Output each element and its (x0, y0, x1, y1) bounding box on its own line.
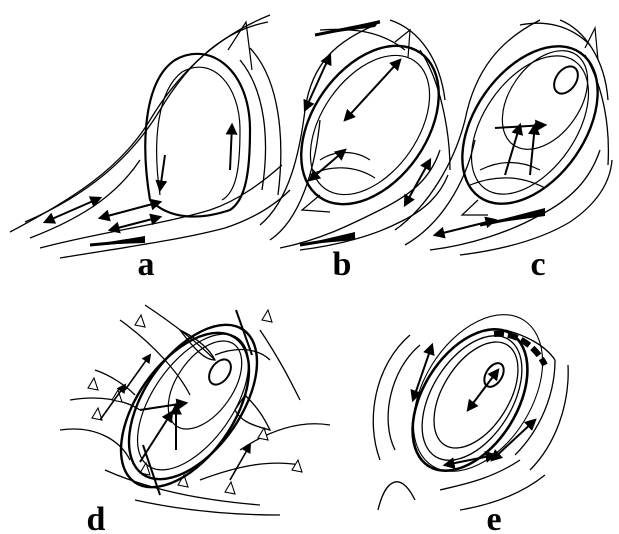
drop-body-outer (145, 54, 250, 217)
panel-label-c: c (530, 246, 545, 283)
panel-e (373, 291, 569, 510)
panel-a (10, 15, 290, 258)
small-core-ellipse (205, 355, 236, 388)
panel-label-e: e (486, 501, 501, 534)
panel-label-a: a (138, 246, 155, 283)
crenellated-rim (494, 334, 545, 365)
panel-b (260, 20, 467, 250)
drop-body-inner (157, 67, 240, 200)
ellipse-body-outer (434, 21, 619, 228)
panel-d (60, 302, 330, 515)
small-core-ellipse (549, 62, 583, 98)
panel-label-d: d (87, 501, 106, 534)
panel-label-b: b (333, 246, 352, 283)
